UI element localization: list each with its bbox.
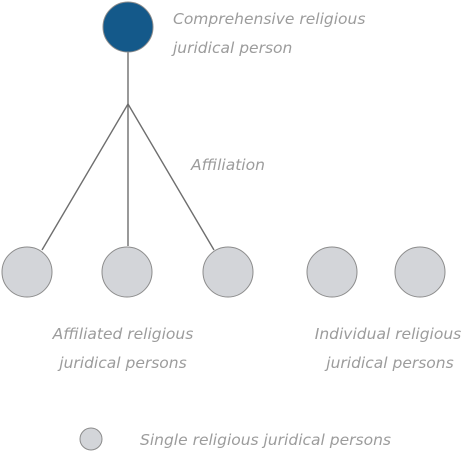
legend-label: Single religious juridical persons xyxy=(140,431,391,449)
root-label-line-2: juridical person xyxy=(171,39,292,57)
edge-label: Affiliation xyxy=(190,156,265,174)
affiliated-label-line-1: Affiliated religious xyxy=(52,325,194,343)
affiliated-node-2 xyxy=(101,246,153,298)
edge-junction-to-affiliated-3 xyxy=(127,103,215,251)
affiliated-node-1 xyxy=(1,246,53,298)
affiliated-node-3 xyxy=(202,246,254,298)
individual-label-line-1: Individual religious xyxy=(315,325,461,343)
individual-node-1 xyxy=(306,246,358,298)
individual-label-line-2: juridical persons xyxy=(324,354,453,372)
edges xyxy=(41,52,215,251)
affiliated-label-line-2: juridical persons xyxy=(57,354,186,372)
edge-junction-to-affiliated-1 xyxy=(41,103,129,251)
individual-node-2 xyxy=(394,246,446,298)
legend-node xyxy=(79,427,103,451)
root-label-line-1: Comprehensive religious xyxy=(173,10,365,28)
root-node xyxy=(102,1,154,53)
